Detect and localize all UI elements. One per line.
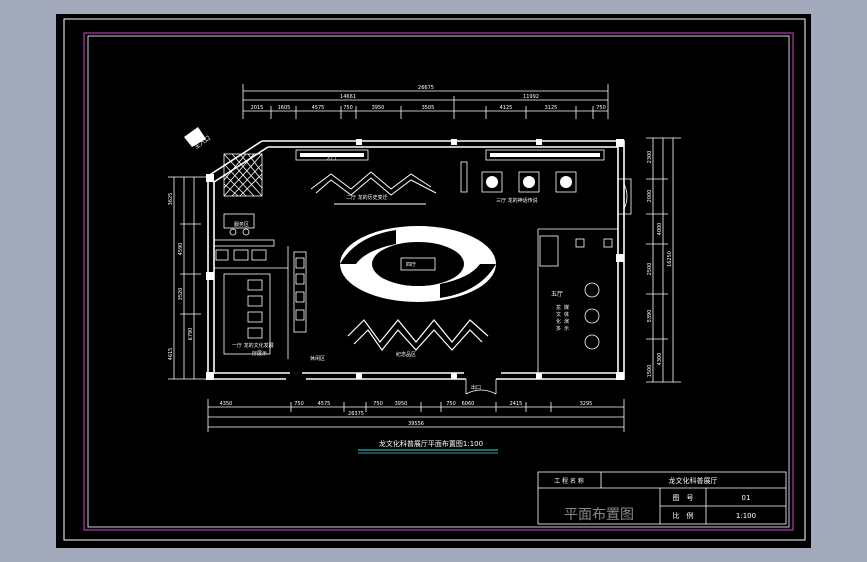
dim-r6: 4300	[657, 353, 663, 366]
small-label-1: 入口	[326, 156, 336, 162]
top-dimension-lines	[242, 84, 609, 119]
dim-b8: 2415	[510, 401, 523, 407]
scale-value: 1:100	[736, 512, 756, 520]
left-dimension-lines	[168, 176, 206, 380]
dim-t5: 3950	[372, 105, 385, 111]
hall5-char: 化	[556, 318, 561, 325]
right-door	[618, 178, 632, 215]
dim-l5: 4615	[168, 348, 174, 361]
dim-b1: 4350	[220, 401, 233, 407]
dim-r1: 2300	[647, 151, 653, 164]
hall5-char: 多	[556, 325, 561, 332]
dim-b-total2: 39556	[408, 421, 424, 427]
entrance-arrow: 主入口	[184, 127, 212, 151]
structural-columns	[206, 139, 624, 380]
hall3-label: 三厅 龙的神话传说	[496, 197, 538, 204]
bottom-dimension-text: 4350 750 4575 750 3950 750 6060 2415 329…	[220, 401, 593, 427]
lower-zigzag-exhibit	[347, 319, 489, 352]
dim-t7: 4125	[500, 105, 513, 111]
project-label: 工 程 名 称	[554, 477, 584, 485]
dim-t2: 1605	[278, 105, 291, 111]
dim-b-total: 26375	[348, 411, 364, 417]
hall2-label: 二厅 龙的历史变迁	[346, 194, 388, 201]
dim-r3: 4000	[657, 223, 663, 236]
hall5-char: 龙	[556, 304, 561, 311]
floor-plan-drawing: 26675 14661 11992 2015 1605 4575 750 395…	[63, 18, 806, 541]
title-block-frame	[537, 471, 787, 525]
inner-border	[87, 35, 790, 528]
entrance-vestibule	[223, 153, 263, 197]
dim-t6: 3505	[422, 105, 435, 111]
dim-b4: 750	[373, 401, 383, 407]
dim-b9: 3295	[580, 401, 593, 407]
hall1-display	[293, 251, 307, 333]
hall5-label: 五厅	[551, 291, 563, 298]
central-oval-exhibit	[340, 226, 496, 302]
dim-r4: 2500	[647, 263, 653, 276]
dim-top-right: 11992	[523, 94, 539, 100]
cad-viewport[interactable]: 26675 14661 11992 2015 1605 4575 750 395…	[56, 14, 811, 548]
top-dimension-text: 26675 14661 11992 2015 1605 4575 750 395…	[251, 85, 606, 111]
right-dimension-lines	[646, 137, 681, 383]
right-dimension-text: 2300 2000 4000 2500 5390 4300 1500 16250	[647, 151, 673, 378]
dim-r5: 5390	[647, 310, 653, 323]
hall5-char: 演	[564, 318, 569, 325]
dim-r8: 16250	[667, 251, 673, 267]
dim-l2: 4590	[178, 243, 184, 256]
drawing-no-value: 01	[742, 494, 751, 502]
misc-labels: 休闲区 纪念品区 入口 出口	[310, 156, 481, 391]
hall1-labels: 一厅 龙的文化发展 厅展示 服务区	[232, 221, 274, 357]
dim-l1: 3625	[168, 193, 174, 206]
dim-top-left: 14661	[340, 94, 356, 100]
dim-l4: 6790	[188, 328, 194, 341]
hall5-char: 示	[564, 326, 569, 332]
rest-label: 休闲区	[310, 355, 325, 362]
hall5-labels: 五厅	[551, 291, 563, 298]
hall3-exhibits	[460, 161, 577, 193]
dim-t3: 4575	[312, 105, 325, 111]
hall5-char: 体	[564, 311, 569, 318]
bottom-dimension-lines	[207, 399, 625, 432]
dim-b6: 750	[446, 401, 456, 407]
dim-t1: 2015	[251, 105, 264, 111]
dim-b3: 4575	[318, 401, 331, 407]
exit-door	[465, 379, 497, 395]
hall2-top-strip	[295, 149, 605, 161]
dim-r7: 1500	[647, 365, 653, 378]
outer-frame	[63, 18, 806, 541]
service-label: 服务区	[234, 221, 249, 228]
hall5-char: 文	[556, 311, 561, 318]
dim-overall: 26675	[418, 85, 434, 91]
hall5-vertical: 龙 文 化 多 媒 体 演 示	[556, 304, 569, 332]
service-area	[213, 213, 289, 359]
drawing-caption: 龙文化科普展厅平面布置图1:100	[379, 439, 483, 448]
left-dimension-text: 3625 4590 3520 6790 4615	[168, 193, 194, 361]
drawing-no-label: 图 号	[673, 494, 694, 502]
watermark-title: 平面布置图	[564, 507, 634, 523]
dim-r2: 2000	[647, 190, 653, 203]
hall2-zigzag-exhibit	[310, 171, 437, 205]
dim-b7: 6060	[462, 401, 475, 407]
dim-t9: 750	[596, 105, 606, 111]
drawing-border	[83, 32, 794, 531]
dim-b2: 750	[294, 401, 304, 407]
dim-b5: 3950	[395, 401, 408, 407]
hall1-label: 一厅 龙的文化发展	[232, 342, 274, 349]
small-label-2: 出口	[471, 384, 481, 391]
hall4-label: 四厅	[406, 262, 416, 268]
scale-label: 比 例	[673, 511, 694, 520]
hall5-char: 媒	[564, 304, 569, 311]
project-value: 龙文化科普展厅	[669, 476, 718, 485]
hall1-sub: 厅展示	[252, 351, 267, 357]
dim-t8: 3125	[545, 105, 558, 111]
dim-l3: 3520	[178, 288, 184, 301]
hall5-room	[537, 228, 618, 373]
title-block-text: 工 程 名 称 龙文化科普展厅 图 号 01 比 例 1:100	[554, 476, 756, 520]
shop-label: 纪念品区	[396, 351, 416, 358]
dim-t4: 750	[343, 105, 353, 111]
